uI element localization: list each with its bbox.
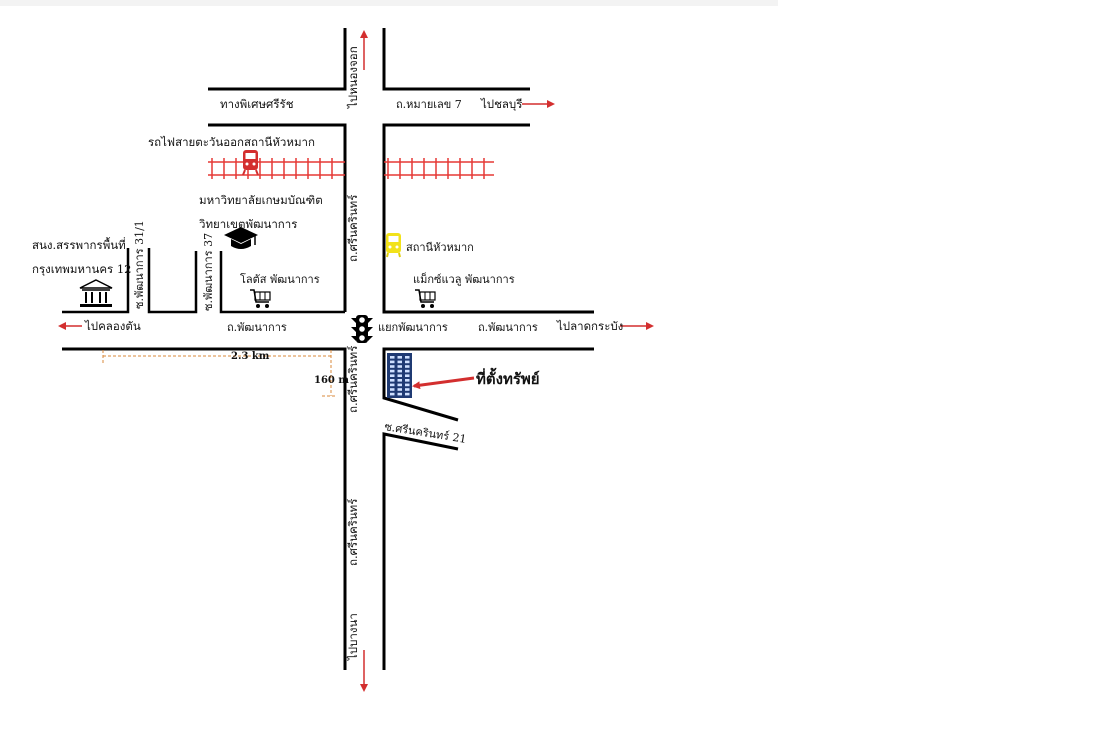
building-window [390, 360, 395, 364]
building-window [397, 388, 402, 391]
label-soi-37: ซ.พัฒนาการ 37 [202, 233, 215, 311]
building-window [397, 374, 402, 377]
label-distance-v: 160 m [314, 375, 349, 386]
label-to-lat-krabang: ไปลาดกระบัง [556, 319, 623, 333]
building-window [390, 383, 395, 387]
label-property: ที่ตั้งทรัพย์ [476, 367, 540, 388]
graduation-cap-icon [224, 227, 258, 249]
road-edge-mid-right [382, 123, 594, 314]
direction-arrows [58, 30, 654, 692]
road-edge-top-right [382, 28, 530, 91]
building-window [390, 369, 395, 373]
label-distance-h: 2.3 km [231, 351, 270, 362]
map-labels: ไปหนองจอก ถ.หมายเลข 7 ไปชลบุรี ทางพิเศษศ… [32, 46, 623, 661]
road-edge-bottom-right [382, 347, 594, 422]
building-window [390, 392, 395, 396]
label-university-line2: วิทยาเขตพัฒนาการ [198, 217, 297, 231]
building-window [397, 365, 402, 368]
label-phatthanakan-left: ถ.พัฒนาการ [227, 321, 287, 334]
building-window [405, 383, 410, 387]
road-edge-top-left [208, 28, 347, 91]
government-building-icon [79, 279, 113, 307]
soi-31-1-edges [147, 248, 198, 314]
label-lotus: โลตัส พัฒนาการ [240, 272, 320, 286]
building-window [397, 360, 402, 364]
road-edge-far-left [62, 248, 130, 314]
label-to-chonburi: ไปชลบุรี [480, 97, 522, 111]
building-window [397, 383, 402, 387]
traffic-light-icon [351, 315, 373, 343]
building-window [390, 356, 395, 359]
label-top-left-road: ทางพิเศษศรีรัช [220, 97, 294, 111]
building-window [405, 374, 410, 377]
label-srinakarin-upper: ถ.ศรีนครินทร์ [346, 195, 360, 262]
building-window [405, 379, 410, 382]
building-window [390, 374, 395, 377]
building-window [390, 365, 395, 368]
building-window [397, 392, 402, 396]
label-to-khlong-ton: ไปคลองตัน [84, 319, 141, 333]
label-soi-31-1: ซ.พัฒนาการ 31/1 [133, 220, 146, 309]
road-edge-mid-left [208, 123, 347, 312]
building-window [405, 388, 410, 391]
label-tax-office-line1: สนง.สรรพากรพื้นที่ [32, 237, 126, 252]
soi-21-lower-edge [382, 432, 459, 670]
building-window [405, 360, 410, 364]
label-bottom-route: ไปบางนา [346, 613, 360, 661]
bus-icon [386, 233, 401, 258]
building-window [405, 369, 410, 373]
soi-37-edges [219, 251, 345, 314]
road-edge-bottom-left [62, 347, 347, 670]
building-window [397, 379, 402, 382]
building-window [390, 379, 395, 382]
label-university-line1: มหาวิทยาลัยเกษมบัณฑิต [199, 193, 323, 207]
label-srinakarin-mid: ถ.ศรีนครินทร์ [346, 346, 360, 413]
building-window [397, 369, 402, 373]
label-phatthanakan-right: ถ.พัฒนาการ [478, 321, 538, 334]
label-srinakarin-lower: ถ.ศรีนครินทร์ [346, 499, 360, 566]
distance-markers [102, 350, 336, 397]
office-building-icon [387, 353, 412, 398]
label-station: สถานีหัวหมาก [406, 241, 474, 254]
label-tax-office-line2: กรุงเทพมหานคร 12 [32, 262, 132, 276]
label-makro: แม็กซ์แวลู พัฒนาการ [413, 272, 515, 286]
building-window [397, 356, 402, 359]
top-edge-bar [0, 0, 778, 6]
building-window [390, 388, 395, 391]
train-icon [242, 150, 259, 176]
label-intersection: แยกพัฒนาการ [378, 321, 448, 334]
property-pointer-arrow [412, 376, 475, 390]
building-window [405, 365, 410, 368]
road-network [62, 28, 594, 670]
shopping-cart-icon [250, 289, 271, 308]
building-window [405, 392, 410, 396]
building-window [405, 356, 410, 359]
label-rail: รถไฟสายตะวันออกสถานีหัวหมาก [148, 135, 315, 149]
shopping-cart-icon [415, 289, 436, 308]
label-top-route: ไปหนองจอก [346, 46, 360, 109]
label-top-right-road: ถ.หมายเลข 7 [396, 98, 462, 111]
